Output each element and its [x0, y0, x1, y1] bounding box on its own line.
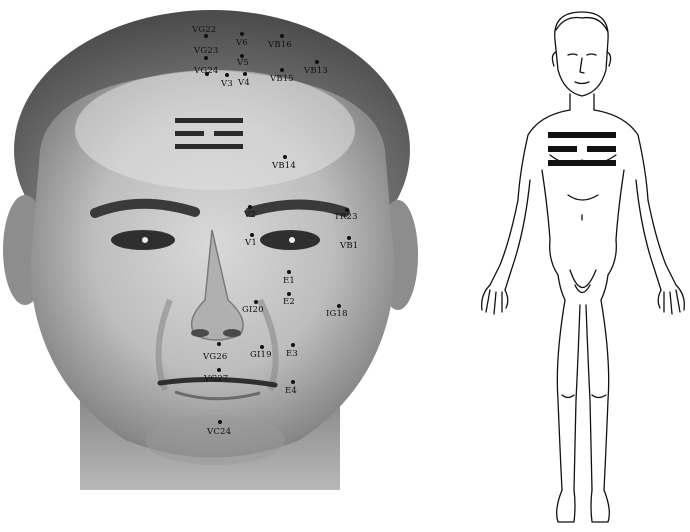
point-label-vb14: VB14	[272, 161, 296, 171]
point-label-ig18: IG18	[326, 309, 348, 319]
point-dot	[248, 205, 252, 209]
point-label-v3: V3	[221, 79, 233, 89]
point-dot	[254, 300, 258, 304]
point-dot	[291, 380, 295, 384]
point-label-vg27: VG27	[204, 374, 229, 384]
point-label-v6: V6	[236, 38, 248, 48]
point-label-tr23: TR23	[334, 212, 358, 222]
point-label-e3: E3	[286, 349, 298, 359]
point-dot	[291, 343, 295, 347]
point-dot	[337, 304, 341, 308]
point-dot	[315, 60, 319, 64]
face-photo	[0, 0, 420, 528]
point-dot	[204, 56, 208, 60]
point-dot	[225, 73, 229, 77]
point-label-vg22: VG22	[192, 25, 217, 35]
point-dot	[240, 32, 244, 36]
point-label-vc24: VC24	[207, 427, 231, 437]
point-label-vb1: VB1	[340, 241, 358, 251]
point-dot	[250, 233, 254, 237]
point-label-e1: E1	[283, 276, 295, 286]
point-label-v1: V1	[245, 238, 257, 248]
body-figure	[470, 0, 690, 528]
point-dot	[280, 68, 284, 72]
point-dot	[280, 34, 284, 38]
point-dot	[347, 236, 351, 240]
point-label-vb13: VB13	[304, 66, 328, 76]
point-label-vg24: VG24	[194, 66, 219, 76]
point-label-e2: E2	[283, 297, 295, 307]
point-dot	[217, 342, 221, 346]
point-dot	[283, 155, 287, 159]
point-dot	[243, 72, 247, 76]
point-label-gi20: GI20	[242, 305, 264, 315]
point-label-v5: V5	[237, 58, 249, 68]
point-label-vb15: VB15	[270, 74, 294, 84]
point-label-vg26: VG26	[203, 352, 228, 362]
point-dot	[218, 420, 222, 424]
point-label-vb16: VB16	[268, 40, 292, 50]
chest-trigram	[548, 132, 616, 166]
point-dot	[287, 270, 291, 274]
point-label-v4: V4	[238, 78, 250, 88]
point-label-v2: V2	[244, 210, 256, 220]
point-dot	[217, 368, 221, 372]
point-dot	[260, 345, 264, 349]
point-label-e4: E4	[285, 386, 297, 396]
face-photo-panel: VG22 V6 VB16 VG23 V5 VB13 VG24 V3 V4 VB1…	[0, 0, 420, 528]
point-label-vg23: VG23	[194, 46, 219, 56]
body-figure-panel	[470, 0, 690, 528]
point-dot	[287, 292, 291, 296]
point-label-gi19: GI19	[250, 350, 272, 360]
